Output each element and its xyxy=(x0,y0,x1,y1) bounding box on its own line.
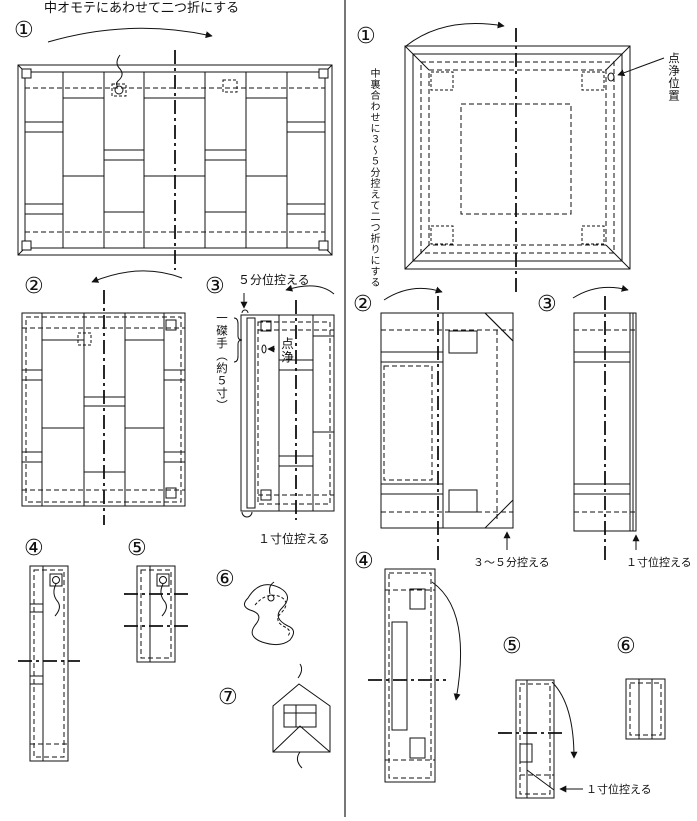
left-step-6: ⑥ xyxy=(215,567,235,592)
r4-strip xyxy=(368,568,446,783)
l4-strip xyxy=(18,565,80,762)
right-step-1: ① xyxy=(356,24,376,49)
r6-final xyxy=(625,678,666,740)
l6-zigzag xyxy=(244,581,294,646)
l2-fold-arrow xyxy=(91,270,183,283)
r3-fold-arrow xyxy=(572,284,629,299)
r4-fold-arrow xyxy=(431,581,461,701)
label-issun-right-b: １寸位控える xyxy=(586,783,652,796)
label-tenjou-ichi: 点浄位置 xyxy=(667,52,681,102)
label-3-5bu: ３〜５分控える xyxy=(473,556,550,569)
r1-sheet xyxy=(404,28,665,296)
r5-fold-arrow xyxy=(551,681,578,759)
left-step-1: ① xyxy=(14,18,34,43)
left-title: 中オモテにあわせて二つ折にする xyxy=(44,1,240,16)
right-step-3: ③ xyxy=(537,292,557,317)
left-step-3: ③ xyxy=(205,274,225,299)
right-step-5: ⑤ xyxy=(502,634,522,659)
r3-sheet xyxy=(573,296,640,560)
r5-strip xyxy=(498,679,583,799)
label-issun-right-a: １寸位控える xyxy=(626,556,692,569)
l3-fold-arrow xyxy=(285,284,335,295)
right-step-2: ② xyxy=(353,292,373,317)
r1-fold-arrow xyxy=(405,21,505,47)
label-tenjou-left: 点浄 xyxy=(279,337,294,364)
r2-fold-arrow xyxy=(383,286,443,301)
r2-sheet xyxy=(380,296,514,560)
l3-sheet xyxy=(233,293,335,520)
right-step-6: ⑥ xyxy=(616,634,636,659)
l2-sheet xyxy=(21,290,186,525)
label-5bu: ５分位控える xyxy=(238,273,310,287)
label-hitoshakute: 一磔手（約５寸） xyxy=(215,312,229,412)
left-step-4: ④ xyxy=(24,536,44,561)
l7-envelope xyxy=(272,663,331,769)
left-step-2: ② xyxy=(24,274,44,299)
right-step-4: ④ xyxy=(354,549,374,574)
l1-sheet xyxy=(17,50,333,270)
left-step-5: ⑤ xyxy=(127,536,147,561)
label-issun-left: １寸位控える xyxy=(258,532,330,546)
l1-fold-arrow xyxy=(47,27,213,43)
l5-strip xyxy=(124,565,188,663)
left-step-7: ⑦ xyxy=(218,685,238,710)
label-fold-note: 中裏合わせに３〜５分控えて二つ折りにする xyxy=(368,68,379,288)
